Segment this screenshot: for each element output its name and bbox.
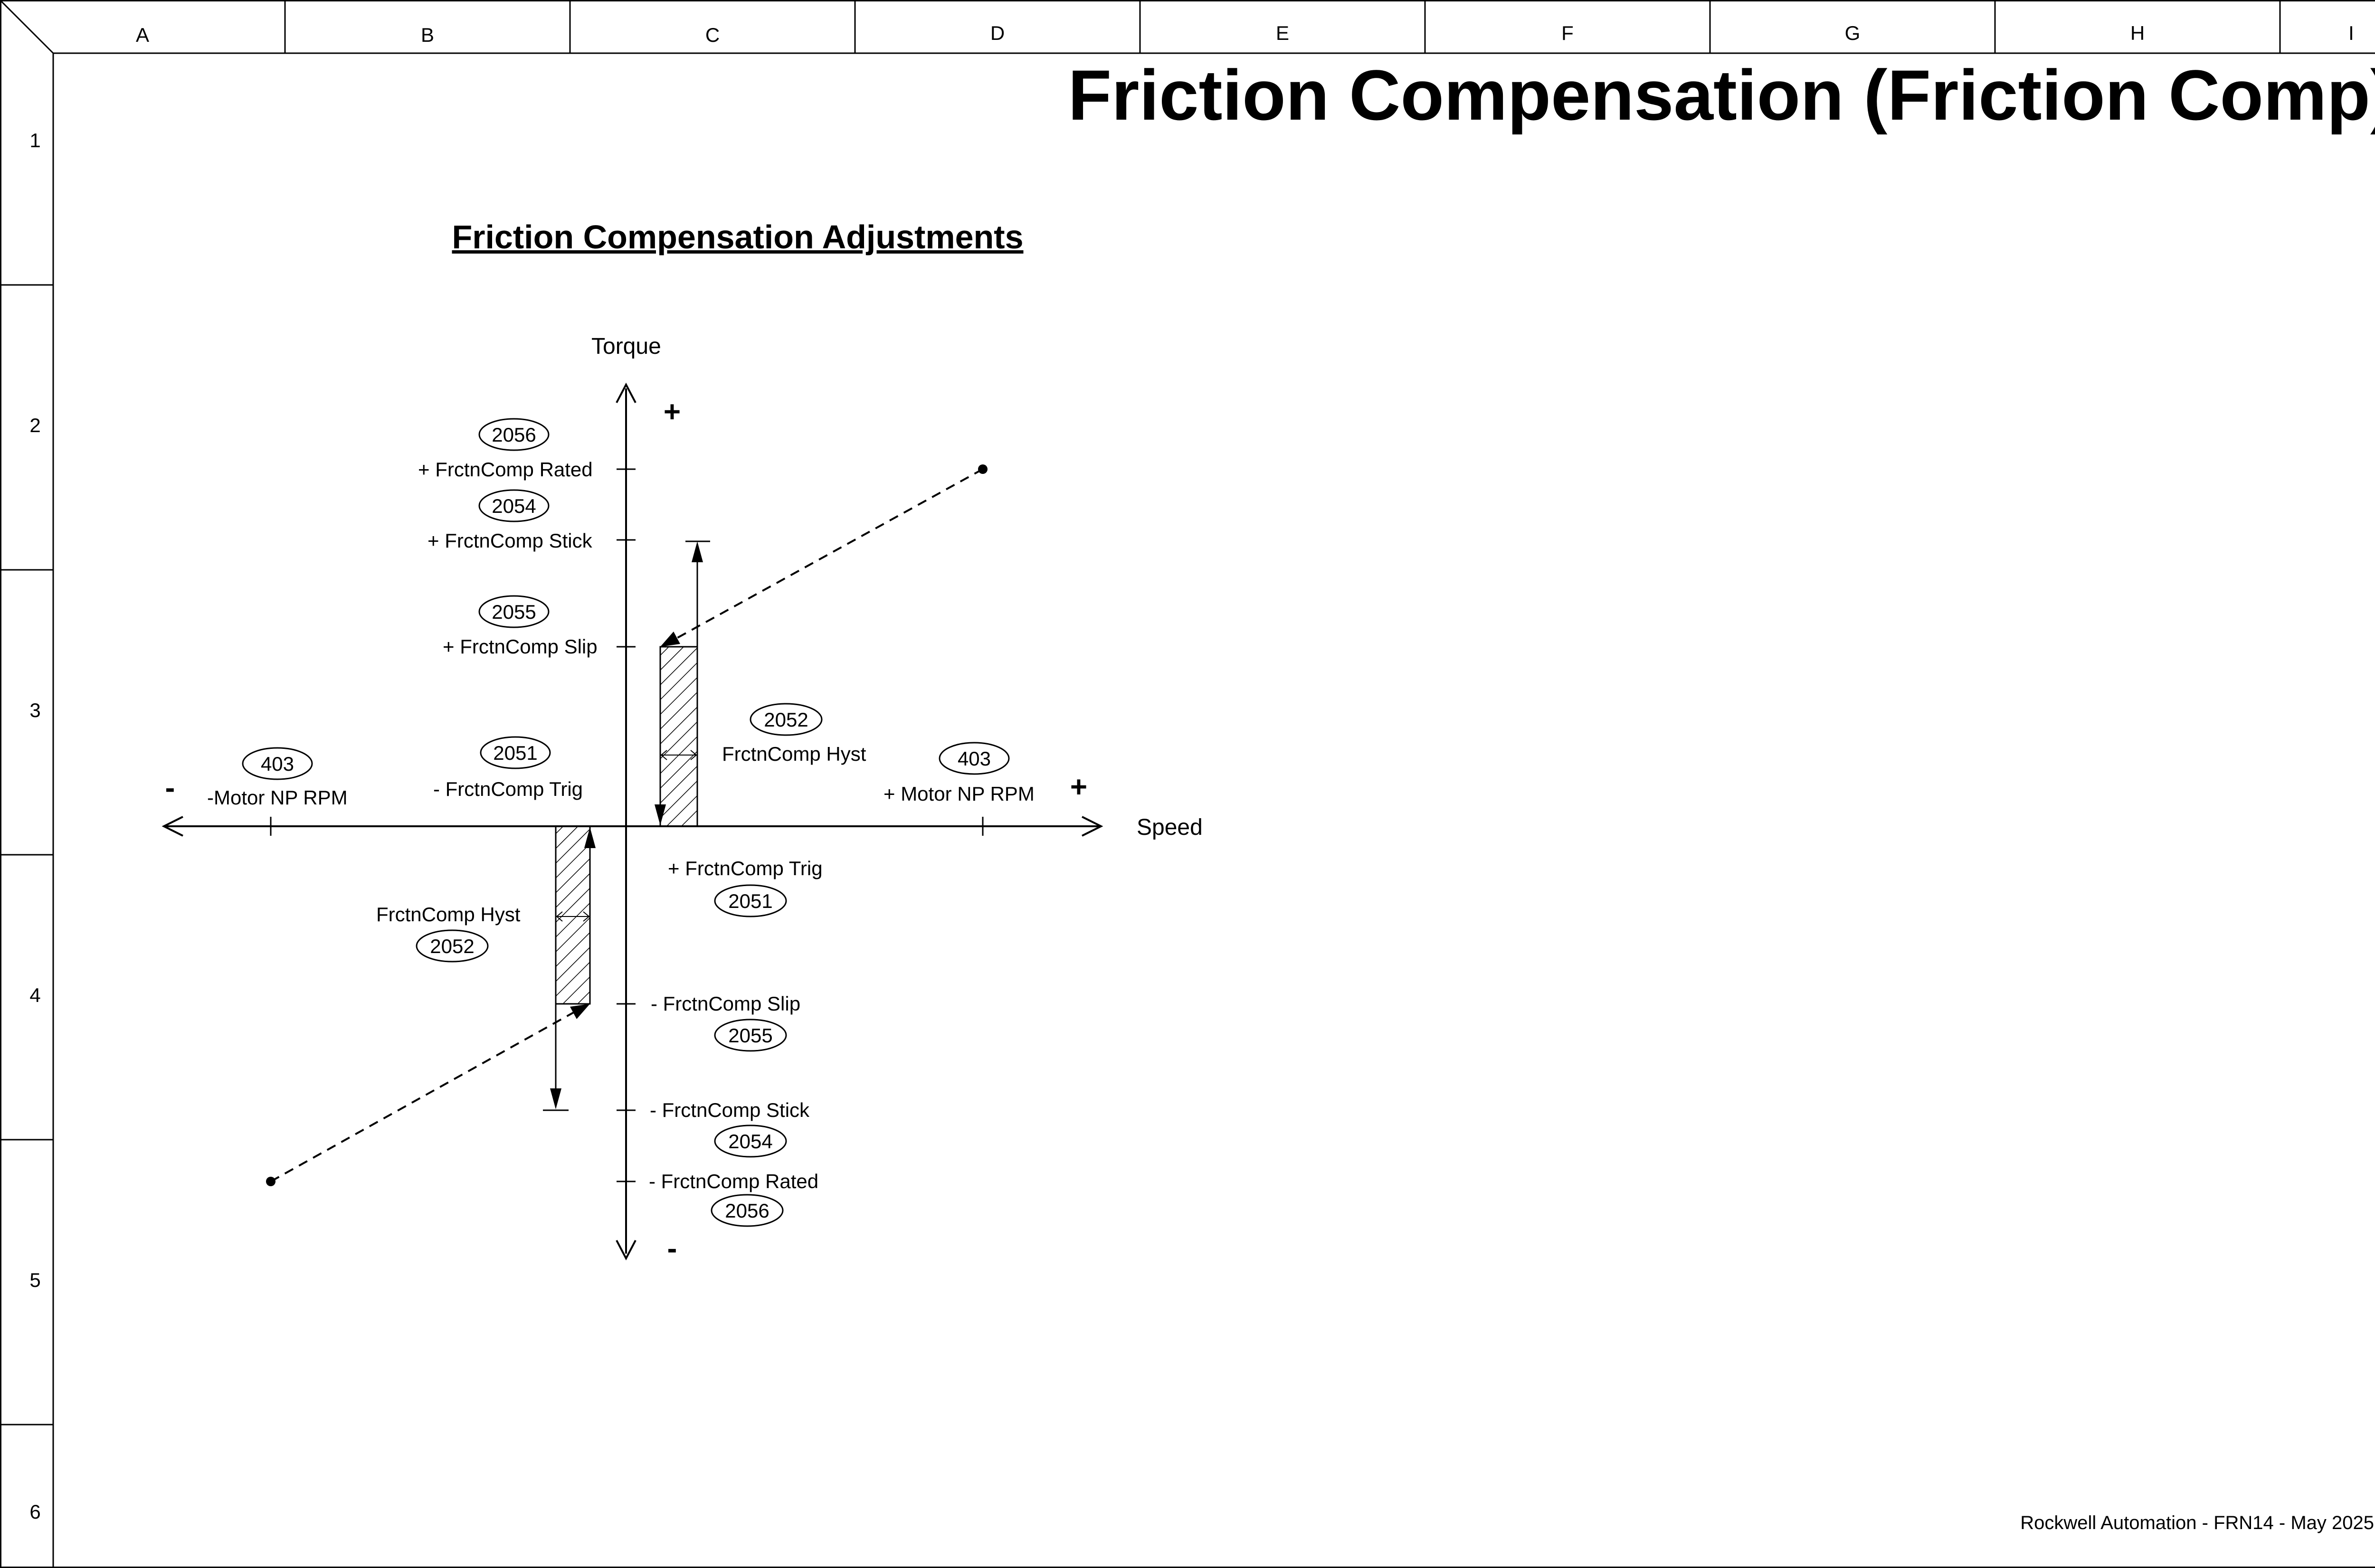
grid-row-4: 4 (29, 984, 40, 1006)
column-labels: A B C D E F G H I (136, 22, 2354, 46)
param-rated-positive: 2056 + FrctnComp Rated (418, 418, 593, 481)
param-label: FrctnComp Hyst (722, 743, 866, 765)
speed-negative-sign: - (165, 772, 175, 804)
speed-positive-sign: + (1070, 771, 1087, 803)
param-label: + FrctnComp Rated (418, 458, 593, 481)
torque-negative-sign: - (667, 1232, 677, 1265)
param-label: -Motor NP RPM (207, 786, 348, 809)
param-slip-positive: 2055 + FrctnComp Slip (443, 595, 598, 658)
param-number: 2054 (492, 495, 536, 517)
param-label: - FrctnComp Rated (649, 1170, 818, 1192)
param-number: 2052 (430, 935, 474, 957)
axis-ticks (270, 468, 984, 1182)
torque-positive-sign: + (664, 396, 681, 428)
param-number: 403 (261, 753, 294, 775)
grid-row-1: 1 (29, 129, 40, 151)
param-stick-positive: 2054 + FrctnComp Stick (428, 489, 593, 552)
grid-column-f: F (1561, 22, 1574, 44)
param-label: FrctnComp Hyst (376, 903, 521, 926)
param-rpm-positive: 403 + Motor NP RPM (884, 742, 1035, 805)
speed-axis (162, 816, 1103, 837)
footer-text: Rockwell Automation - FRN14 - May 2025 (2020, 1512, 2374, 1533)
param-number: 2051 (728, 890, 772, 912)
speed-axis-label: Speed (1137, 815, 1203, 840)
param-trig-negative: 2051 - FrctnComp Trig (433, 736, 583, 800)
param-number: 2052 (764, 708, 808, 731)
param-number: 2055 (492, 601, 536, 623)
grid-row-6: 6 (29, 1501, 40, 1523)
param-label: - FrctnComp Stick (650, 1099, 810, 1121)
positive-rated-slope (660, 464, 988, 647)
grid-row-2: 2 (29, 414, 40, 436)
param-label: + FrctnComp Stick (428, 529, 593, 552)
negative-rated-slope (266, 1004, 590, 1186)
param-trig-positive: 2051 + FrctnComp Trig (668, 857, 823, 917)
param-number: 2056 (725, 1200, 769, 1222)
torque-axis-label: Torque (591, 334, 661, 359)
param-label: + FrctnComp Slip (443, 635, 598, 658)
param-label: + FrctnComp Trig (668, 857, 823, 879)
negative-hysteresis-band (543, 825, 596, 1111)
param-number: 2055 (728, 1024, 772, 1047)
positive-hysteresis-band (655, 540, 710, 827)
page-title: Friction Compensation (Friction Comp) (1068, 55, 2375, 135)
grid-row-5: 5 (29, 1269, 40, 1291)
param-label: - FrctnComp Slip (651, 992, 800, 1015)
param-rpm-negative: 403 -Motor NP RPM (207, 747, 348, 809)
grid-column-e: E (1276, 22, 1289, 44)
param-number: 2056 (492, 424, 536, 446)
grid-column-h: H (2130, 22, 2145, 44)
param-number: 2051 (493, 742, 537, 764)
torque-axis (616, 382, 636, 1261)
grid-row-3: 3 (29, 699, 40, 721)
param-slip-negative: 2055 - FrctnComp Slip (651, 992, 800, 1052)
grid-column-a: A (136, 24, 149, 46)
param-stick-negative: 2054 - FrctnComp Stick (650, 1099, 810, 1158)
grid-column-b: B (421, 24, 434, 46)
grid-column-i: I (2348, 22, 2354, 44)
row-labels: 1 2 3 4 5 6 (29, 129, 40, 1523)
param-rated-negative: 2056 - FrctnComp Rated (649, 1170, 818, 1227)
grid-column-g: G (1845, 22, 1861, 44)
param-label: - FrctnComp Trig (433, 778, 583, 800)
grid-column-c: C (705, 24, 720, 46)
grid-column-d: D (990, 22, 1005, 44)
param-hyst-positive: 2052 FrctnComp Hyst (722, 703, 866, 765)
param-number: 2054 (728, 1130, 772, 1152)
param-number: 403 (958, 747, 991, 770)
diagram-subtitle: Friction Compensation Adjustments (452, 218, 1023, 255)
param-label: + Motor NP RPM (884, 783, 1035, 805)
param-hyst-negative: 2052 FrctnComp Hyst (376, 903, 521, 963)
